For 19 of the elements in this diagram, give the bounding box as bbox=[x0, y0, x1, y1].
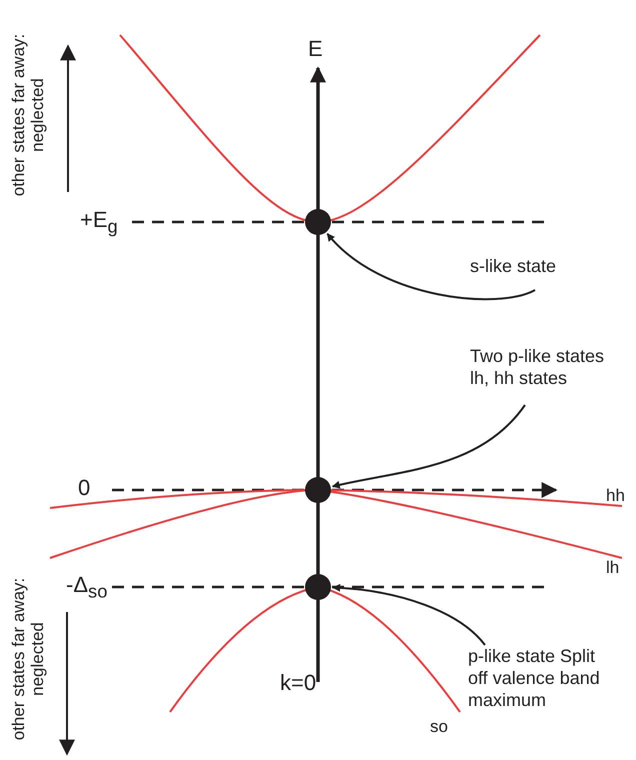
leader-arrow bbox=[332, 584, 486, 646]
leader-arrow bbox=[332, 404, 526, 489]
axis-label: E bbox=[308, 38, 323, 60]
state-dot bbox=[305, 209, 331, 235]
annotation-text: s-like state bbox=[470, 255, 600, 277]
level-label: 0 bbox=[78, 477, 90, 499]
state-dot bbox=[305, 477, 331, 503]
level-label: +E$_{g}$ bbox=[80, 209, 118, 238]
band-label: lh bbox=[606, 557, 620, 579]
annotation-text: p-like state Split off valence band maximum bbox=[468, 645, 618, 711]
band-label: so bbox=[430, 716, 448, 738]
level-label: -Δ$_{so}$ bbox=[66, 574, 108, 602]
annotation-text: Two p-like states lh, hh states bbox=[470, 345, 610, 389]
side-note: other states far away: neglected bbox=[9, 32, 47, 198]
axis-label: k=0 bbox=[280, 672, 316, 694]
side-note: other states far away: neglected bbox=[9, 576, 47, 742]
band-label: hh bbox=[606, 485, 625, 507]
state-dot bbox=[305, 574, 331, 600]
leader-arrow bbox=[326, 233, 536, 300]
